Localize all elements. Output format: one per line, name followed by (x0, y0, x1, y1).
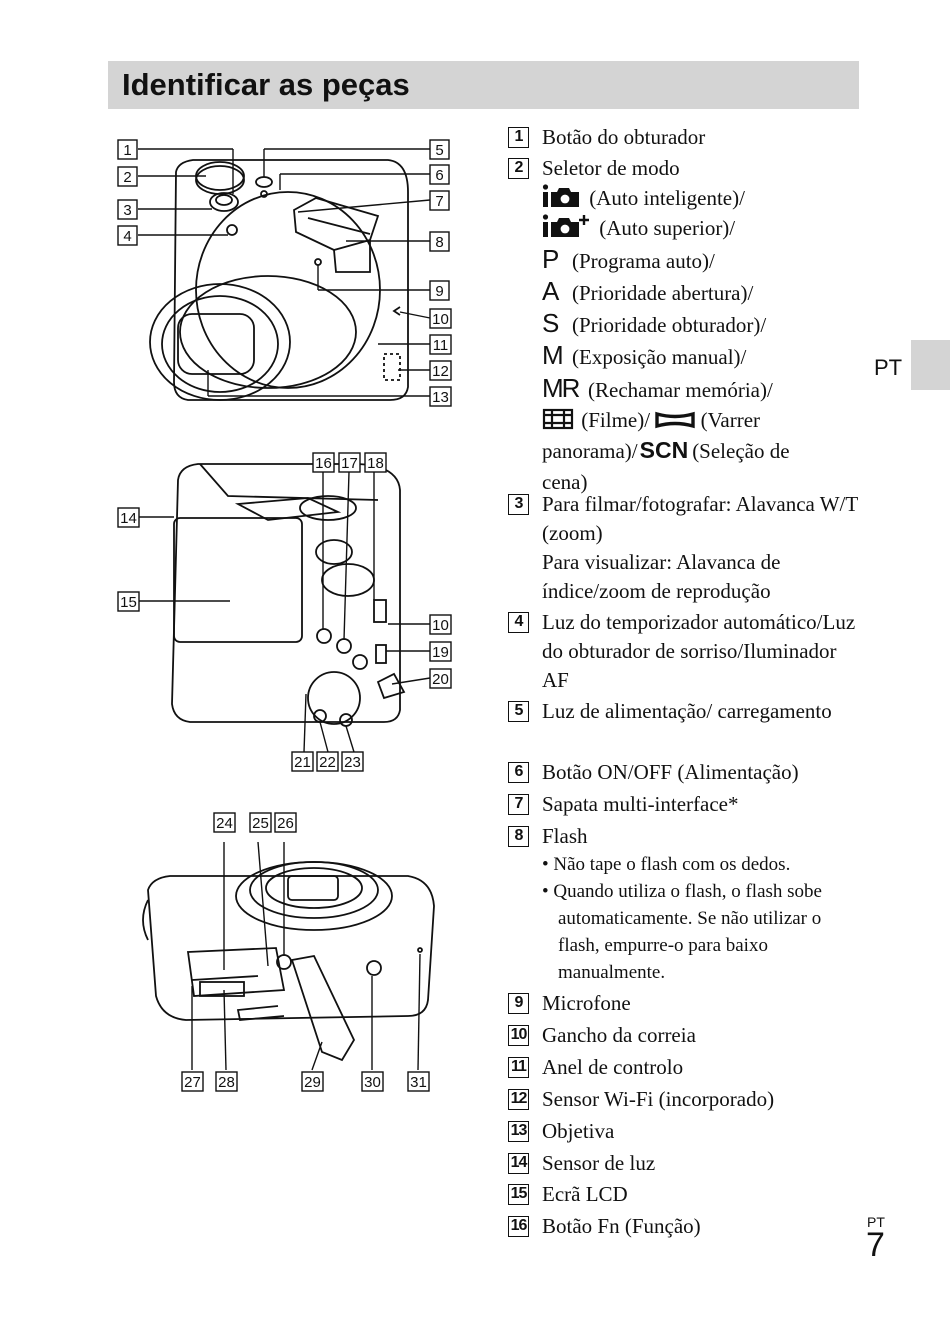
note-bullet: • Não tape o flash com os dedos. (542, 854, 791, 875)
callout-27: 27 (184, 1074, 201, 1091)
callout-9: 9 (435, 283, 443, 300)
mode-line: (Filme)/ (Varrer (542, 405, 858, 435)
callout-2: 2 (123, 169, 131, 186)
callout-12: 12 (432, 363, 449, 380)
mode-line: (Auto inteligente)/ (542, 183, 858, 213)
page-number: 7 (866, 1226, 885, 1264)
item-number: 11 (508, 1057, 529, 1078)
front-callouts: 1 2 3 4 5 6 7 8 9 10 11 12 13 (117, 139, 452, 407)
callout-29: 29 (304, 1074, 321, 1091)
callout-1: 1 (123, 142, 131, 159)
mode-line: MR(Rechamar memória)/ (542, 372, 773, 403)
list-item: 13 Objetiva (508, 1117, 858, 1146)
list-item: 15 Ecrã LCD (508, 1180, 858, 1209)
callout-18: 18 (367, 455, 384, 472)
item-number: 1 (508, 127, 529, 148)
note-bullet: • Quando utiliza o flash, o flash sobe a… (542, 881, 822, 983)
camera-bottom-illustration: 24 25 26 27 28 29 30 31 (142, 812, 435, 1092)
list-item: 10 Gancho da correia (508, 1021, 858, 1050)
list-item: 14 Sensor de luz (508, 1149, 858, 1178)
callout-16: 16 (315, 455, 332, 472)
item-number: 9 (508, 993, 529, 1014)
list-item: 5 Luz de alimentação/ carregamento (508, 697, 858, 726)
page-title: Identificar as peças (122, 67, 410, 102)
movie-icon (542, 408, 574, 430)
item-number: 8 (508, 826, 529, 847)
callout-22: 22 (319, 754, 336, 771)
mode-line: S(Prioridade obturador)/ (542, 308, 767, 339)
callout-19: 19 (432, 644, 449, 661)
callout-28: 28 (218, 1074, 235, 1091)
item-number: 7 (508, 794, 529, 815)
list-item: 2 Seletor de modo (Auto inteligente)/ (A… (508, 154, 858, 497)
item-number: 6 (508, 762, 529, 783)
page-number-language: PT (867, 1214, 885, 1230)
mode-line: panorama)/SCN(Seleção de (542, 437, 790, 464)
callout-10-back: 10 (432, 617, 449, 634)
list-item: 11 Anel de controlo (508, 1053, 858, 1082)
callout-25: 25 (252, 815, 269, 832)
intelligent-auto-icon (542, 184, 579, 207)
bottom-callouts: 24 25 26 27 28 29 30 31 (181, 812, 430, 1092)
callout-7: 7 (435, 193, 443, 210)
callout-10: 10 (432, 311, 449, 328)
language-tab-label: PT (874, 355, 903, 380)
item-number: 2 (508, 158, 529, 179)
callout-21: 21 (294, 754, 311, 771)
callout-26: 26 (277, 815, 294, 832)
title-bar: Identificar as peças (108, 61, 859, 109)
item-number: 3 (508, 494, 529, 515)
item-number: 12 (508, 1089, 529, 1110)
list-item: 12 Sensor Wi-Fi (incorporado) (508, 1085, 858, 1114)
callout-14: 14 (120, 510, 137, 527)
camera-back-illustration: 14 15 16 17 18 10 19 20 21 22 23 (117, 452, 452, 772)
language-tab (911, 340, 950, 390)
mode-line: A(Prioridade abertura)/ (542, 275, 754, 306)
callout-23: 23 (344, 754, 361, 771)
callout-30: 30 (364, 1074, 381, 1091)
item-number: 16 (508, 1216, 529, 1237)
camera-front-illustration: 1 2 3 4 5 6 7 8 9 10 11 12 13 (117, 139, 452, 407)
superior-auto-icon (542, 214, 589, 238)
callout-4: 4 (123, 228, 131, 245)
sweep-panorama-icon (655, 411, 696, 429)
callout-3: 3 (123, 202, 131, 219)
callout-5: 5 (435, 142, 443, 159)
list-item: 6 Botão ON/OFF (Alimentação) (508, 758, 858, 787)
callout-13: 13 (432, 389, 449, 406)
list-item: 9 Microfone (508, 989, 858, 1018)
mode-line: M(Exposição manual)/ (542, 340, 747, 371)
callout-20: 20 (432, 671, 449, 688)
callout-31: 31 (410, 1074, 427, 1091)
list-item: 1 Botão do obturador (508, 123, 858, 152)
callout-11: 11 (433, 337, 449, 354)
item-number: 5 (508, 701, 529, 722)
callout-17: 17 (341, 455, 358, 472)
item-number: 15 (508, 1184, 529, 1205)
mode-line: (Auto superior)/ (542, 213, 858, 243)
item-number: 13 (508, 1121, 529, 1142)
list-item: 4 Luz do temporizador automático/Luz do … (508, 608, 858, 695)
callout-15: 15 (120, 594, 137, 611)
callout-6: 6 (435, 167, 443, 184)
back-callouts: 14 15 16 17 18 10 19 20 21 22 23 (117, 452, 452, 772)
item-number: 4 (508, 612, 529, 633)
mode-line: P(Programa auto)/ (542, 243, 715, 274)
list-item: 8 Flash • Não tape o flash com os dedos.… (508, 822, 858, 986)
list-item: 3 Para filmar/fotografar: Alavanca W/T (… (508, 490, 858, 606)
item-number: 10 (508, 1025, 529, 1046)
callout-24: 24 (216, 815, 233, 832)
list-item: 7 Sapata multi-interface* (508, 790, 858, 819)
callout-8: 8 (435, 234, 443, 251)
item-number: 14 (508, 1153, 529, 1174)
list-item: 16 Botão Fn (Função) (508, 1212, 858, 1241)
